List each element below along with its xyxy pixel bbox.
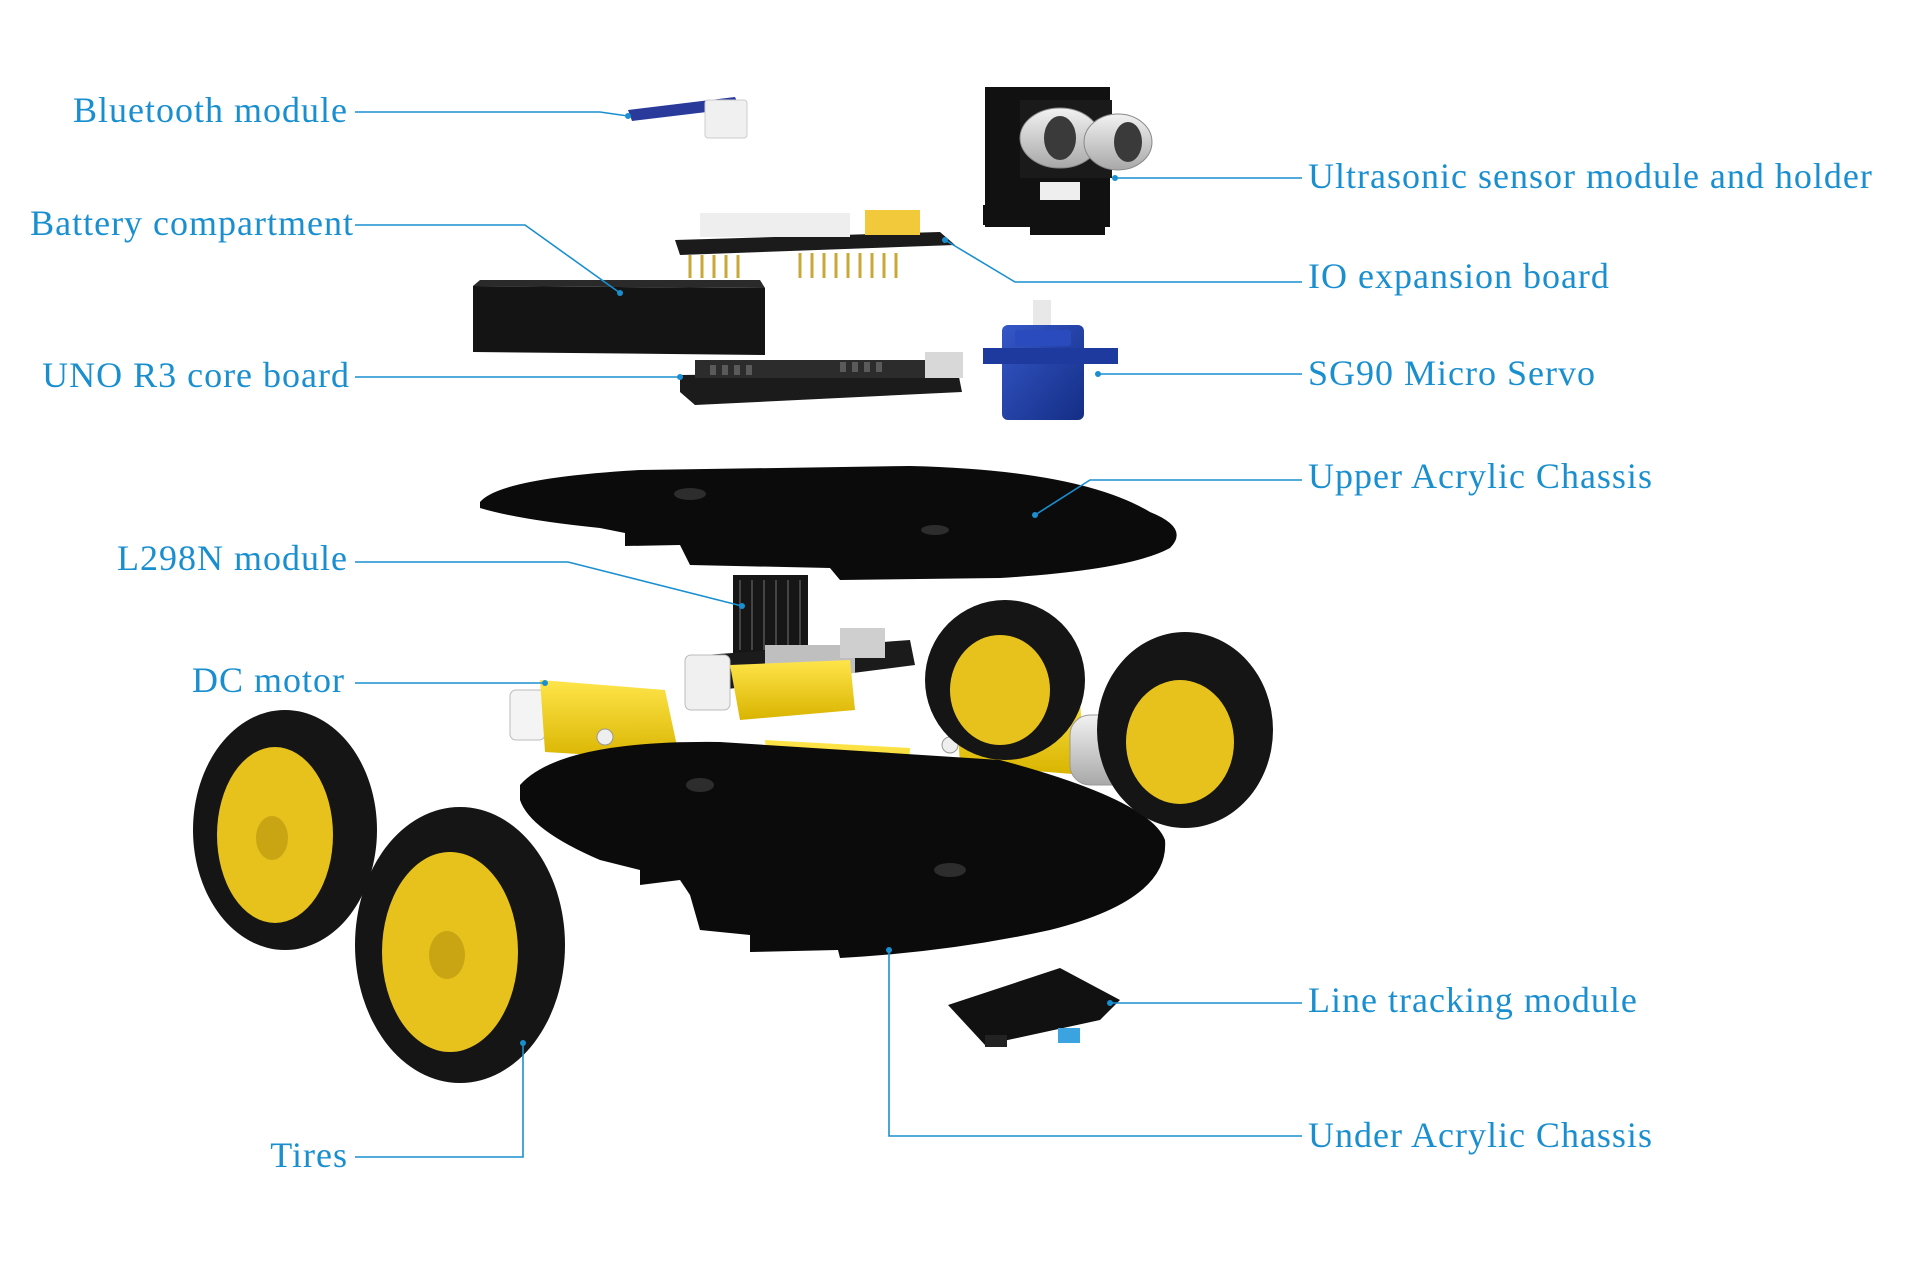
leader-lines — [355, 111, 1302, 1158]
uno-r3-board — [680, 352, 963, 405]
dc-motor-left — [509, 680, 680, 760]
line-tracking-module — [948, 968, 1120, 1047]
tire-front-right — [1097, 632, 1273, 828]
label-dc-motor: DC motor — [191, 660, 345, 700]
battery-compartment — [473, 280, 765, 355]
leader-tires — [355, 1043, 524, 1158]
io-expansion-board — [675, 210, 955, 278]
label-battery-compartment: Battery compartment — [30, 203, 354, 243]
label-l298n-module: L298N module — [117, 538, 348, 578]
label-uno-r3-core-board: UNO R3 core board — [42, 355, 350, 395]
upper-acrylic-chassis — [480, 466, 1177, 580]
label-line-tracking-module: Line tracking module — [1308, 980, 1638, 1020]
label-ultrasonic-sensor: Ultrasonic sensor module and holder — [1308, 156, 1873, 196]
leader-io — [944, 239, 1302, 283]
sg90-servo — [983, 300, 1118, 420]
label-bluetooth-module: Bluetooth module — [73, 90, 348, 130]
label-under-acrylic-chassis: Under Acrylic Chassis — [1308, 1115, 1653, 1155]
under-acrylic-chassis — [520, 741, 1166, 958]
tire-rear-right — [925, 600, 1085, 760]
dc-motor-middle — [684, 654, 855, 720]
tire-front-left — [355, 807, 565, 1083]
label-tires: Tires — [270, 1135, 348, 1175]
label-io-expansion-board: IO expansion board — [1308, 256, 1610, 296]
leader-bluetooth — [355, 111, 629, 117]
label-upper-acrylic-chassis: Upper Acrylic Chassis — [1308, 456, 1653, 496]
leader-under — [888, 950, 1302, 1137]
leader-battery — [355, 224, 621, 294]
tire-rear-left — [193, 710, 377, 950]
leader-upper — [1034, 479, 1302, 516]
bluetooth-module — [628, 97, 748, 139]
leader-dots — [520, 113, 1118, 1046]
label-sg90-micro-servo: SG90 Micro Servo — [1308, 353, 1596, 393]
leader-l298n — [355, 561, 743, 607]
ultrasonic-sensor — [983, 87, 1153, 235]
